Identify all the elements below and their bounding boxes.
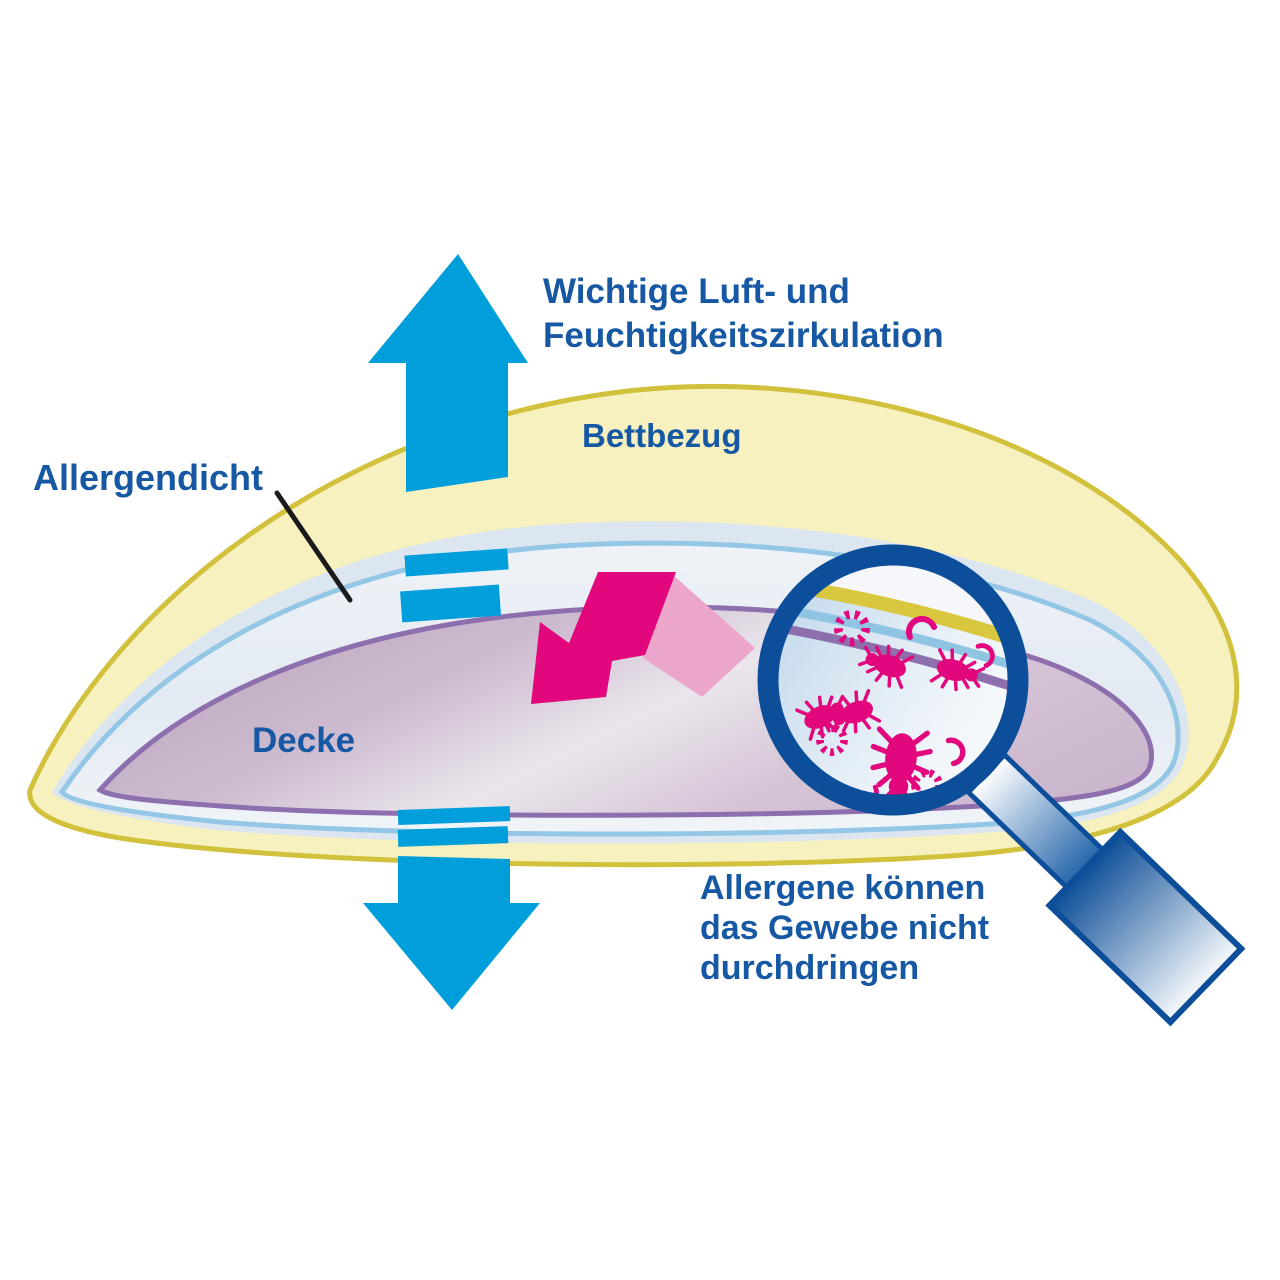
magnifier-handle <box>964 751 1246 1027</box>
pointer-line <box>274 490 353 603</box>
lens-fabric-top <box>778 565 1008 630</box>
down-arrow-icon <box>363 856 540 1010</box>
up-arrow-icon <box>368 254 528 492</box>
allergen-arrow-tail <box>643 574 755 697</box>
airflow-dashes-bottom <box>397 806 511 847</box>
blanket-label: Decke <box>252 721 356 760</box>
allergens-blocked-label: Allergene können das Gewebe nicht durchd… <box>700 869 990 987</box>
allergen-proof-label: Allergendicht <box>33 457 264 498</box>
circulation-label: Wichtige Luft- und Feuchtigkeitszirkulat… <box>543 272 944 355</box>
allergen-arrow-icon <box>531 572 676 704</box>
duvet-cover-label: Bettbezug <box>582 417 742 454</box>
magnifying-glass-icon <box>757 544 1029 816</box>
airflow-dashes-top <box>400 548 509 623</box>
